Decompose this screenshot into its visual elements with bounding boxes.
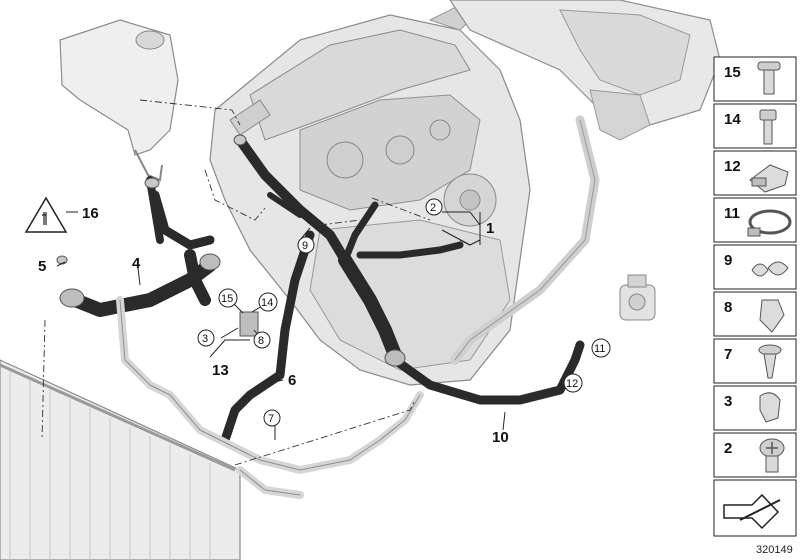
legend-number-8: 8 xyxy=(724,299,732,316)
callout-4: 4 xyxy=(132,255,141,272)
hose-clamp-icon xyxy=(747,209,792,237)
auxiliary-water-pump xyxy=(619,274,656,321)
bleed-screw-icon xyxy=(759,438,785,473)
callout-13: 13 xyxy=(212,362,229,379)
push-rivet-icon xyxy=(758,344,782,379)
expansion-tank xyxy=(59,19,179,182)
callout-3: 3 xyxy=(202,333,208,345)
legend-panel-15 xyxy=(713,56,797,102)
reference-lines xyxy=(41,99,431,466)
pipe-clip-icon xyxy=(759,392,781,423)
callout-15: 15 xyxy=(221,293,233,305)
legend-number-3: 3 xyxy=(724,393,732,410)
callouts: 1 2 3 4 5 6 7 8 9 10 11 12 13 14 15 16 xyxy=(38,198,611,446)
callout-8: 8 xyxy=(258,335,264,347)
callout-2: 2 xyxy=(430,202,436,214)
radiator xyxy=(0,359,241,560)
legend-panel-7 xyxy=(713,338,797,384)
callout-7: 7 xyxy=(268,413,274,425)
arrow-pointer-icon xyxy=(723,493,781,530)
callout-5: 5 xyxy=(38,258,46,275)
callout-1: 1 xyxy=(486,220,494,237)
callout-14: 14 xyxy=(261,297,273,309)
sensor-warning-icon xyxy=(24,196,78,233)
legend-number-11: 11 xyxy=(724,205,740,222)
legend-number-7: 7 xyxy=(724,346,732,363)
callout-9: 9 xyxy=(302,240,308,252)
legend-number-12: 12 xyxy=(724,158,741,175)
hex-socket-screw-icon xyxy=(759,109,777,145)
callout-16: 16 xyxy=(82,205,99,222)
hoses xyxy=(68,135,585,445)
callout-11: 11 xyxy=(594,343,605,355)
legend-panel-14 xyxy=(713,103,797,149)
pipe-clip-double-icon xyxy=(751,261,789,277)
intake-manifold xyxy=(449,0,721,141)
coolant-pipe-grey xyxy=(450,115,600,365)
legend-panel-3 xyxy=(713,385,797,431)
coolant-pipe-lower xyxy=(116,296,424,499)
legend-number-15: 15 xyxy=(724,64,741,81)
reference-number: 320149 xyxy=(756,544,793,556)
clamp-strap-icon xyxy=(749,164,789,193)
callout-10: 10 xyxy=(492,429,509,446)
legend-panel-2 xyxy=(713,432,797,478)
fittings xyxy=(56,134,406,367)
legend-number-9: 9 xyxy=(724,252,732,269)
parts-legend: 15 14 12 11 9 8 xyxy=(713,56,797,537)
legend-number-14: 14 xyxy=(724,111,741,128)
legend-number-2: 2 xyxy=(724,440,732,457)
bolt-short-icon xyxy=(757,61,781,95)
callout-6: 6 xyxy=(288,372,296,389)
holder-clip-icon xyxy=(759,299,785,333)
callout-12: 12 xyxy=(566,378,578,390)
